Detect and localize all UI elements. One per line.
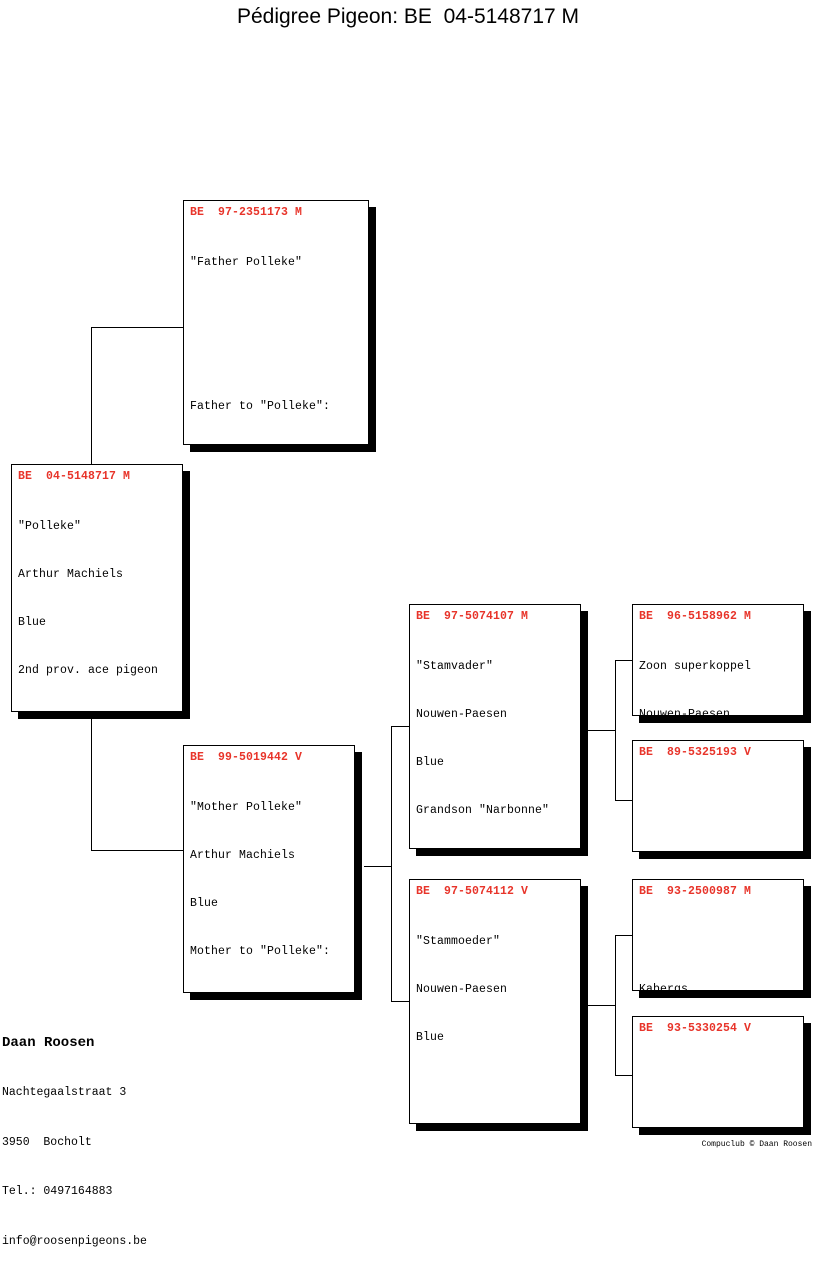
connector-great2-to-grandparent [588, 1005, 616, 1006]
owner-name: Daan Roosen [2, 1035, 95, 1051]
detail-line: Blue [190, 897, 219, 910]
ring-number-paternal-grandfather: BE 97-5074107 M [416, 610, 529, 623]
detail-line: "Stammoeder" [416, 935, 501, 948]
detail-line [639, 1119, 803, 1127]
connector-grandparents-vertical [391, 726, 392, 866]
detail-line [639, 1071, 803, 1087]
connector-great1-stub-bottom [615, 800, 632, 801]
connector-grandparents-stub-bottom [391, 1001, 409, 1002]
detail-line: Blue [416, 756, 445, 769]
detail-line: Zoon superkoppel [639, 660, 752, 673]
ring-number-mother: BE 99-5019442 V [190, 751, 303, 764]
connector-great1-stub-top [615, 660, 632, 661]
connector-grandparents-vertical-lower [391, 866, 392, 1001]
connector-mother-stub-bottom [91, 850, 183, 851]
details-paternal-grandfather: "Stamvader" Nouwen-Paesen Blue Grandson … [410, 625, 580, 848]
ring-number-father: BE 97-2351173 M [190, 206, 303, 219]
pedigree-page: Pédigree Pigeon: BE 04-5148717 M BE 97-2… [2, 5, 812, 1248]
pedigree-box-paternal-grandfather[interactable]: BE 97-5074107 M "Stamvader" Nouwen-Paese… [409, 604, 581, 849]
detail-line [190, 303, 368, 319]
detail-line [639, 934, 803, 950]
detail-line: "Polleke" [18, 520, 82, 533]
details-maternal-grandmother: "Stammoeder" Nouwen-Paesen Blue [410, 900, 580, 1078]
detail-line: Blue [18, 616, 47, 629]
connector-father-stub-top [91, 327, 183, 328]
pedigree-box-great-grandparent-2[interactable]: BE 89-5325193 V Granddaughter Barca Van … [632, 740, 804, 852]
connector-great2-stub-bottom [615, 1075, 632, 1076]
details-subject: "Polleke" Arthur Machiels Blue 2nd prov.… [12, 485, 182, 712]
details-father: "Father Polleke" Father to "Polleke": 2n… [184, 221, 368, 444]
connector-great2-stub-top [615, 935, 632, 936]
owner-address: Nachtegaalstraat 3 3950 Bocholt Tel.: 04… [2, 1052, 262, 1283]
detail-line: "Mother Polleke" [190, 801, 303, 814]
detail-line: Father to "Polleke": [190, 400, 331, 413]
detail-line: Arthur Machiels [18, 568, 124, 581]
ring-number-maternal-grandmother: BE 97-5074112 V [416, 885, 529, 898]
details-mother: "Mother Polleke" Arthur Machiels Blue Mo… [184, 766, 354, 993]
detail-line: "Stamvader" [416, 660, 494, 673]
owner-city: 3950 Bocholt [2, 1135, 92, 1149]
owner-block: Daan Roosen Nachtegaalstraat 3 3950 Boch… [2, 1034, 262, 1283]
detail-line: Blue [416, 1031, 445, 1044]
owner-email[interactable]: info@roosenpigeons.be [2, 1234, 147, 1248]
detail-line: Nouwen-Paesen [639, 708, 731, 716]
detail-line: 2nd prov. ace pigeon [18, 664, 159, 677]
detail-line: marathon 2011 [18, 711, 182, 712]
ring-number-subject: BE 04-5148717 M [18, 470, 131, 483]
pedigree-box-great-grandparent-3[interactable]: BE 93-2500987 M Kabergs Son 1st national… [632, 879, 804, 991]
pedigree-box-maternal-grandmother[interactable]: BE 97-5074112 V "Stammoeder" Nouwen-Paes… [409, 879, 581, 1124]
owner-phone: Tel.: 0497164883 [2, 1185, 113, 1198]
detail-line: Kabergs [639, 983, 689, 991]
ring-number-great-grandparent-4: BE 93-5330254 V [639, 1022, 752, 1035]
detail-line [190, 351, 368, 367]
connector-grandparents-to-mother [364, 866, 392, 867]
ring-number-great-grandparent-3: BE 93-2500987 M [639, 885, 752, 898]
pedigree-box-great-grandparent-4[interactable]: BE 93-5330254 V Granddaughter 1st nation… [632, 1016, 804, 1128]
owner-street: Nachtegaalstraat 3 [2, 1086, 127, 1099]
detail-line [639, 795, 803, 811]
pedigree-box-mother[interactable]: BE 99-5019442 V "Mother Polleke" Arthur … [183, 745, 355, 993]
detail-line: Nouwen-Paesen [416, 708, 508, 721]
detail-line: Arthur Machiels [190, 849, 296, 862]
connector-grandparents-stub-top [391, 726, 409, 727]
detail-line: "Father Polleke" [190, 256, 303, 269]
detail-line: Grandson "Narbonne" [416, 804, 550, 817]
pedigree-box-great-grandparent-1[interactable]: BE 96-5158962 M Zoon superkoppel Nouwen-… [632, 604, 804, 716]
pedigree-box-father[interactable]: BE 97-2351173 M "Father Polleke" Father … [183, 200, 369, 445]
details-great-grandparent-3: Kabergs Son 1st national Barcelona [633, 900, 803, 991]
connector-great1-to-grandparent [588, 730, 616, 731]
page-title: Pédigree Pigeon: BE 04-5148717 M [236, 5, 580, 28]
detail-line: Mother to "Polleke": [190, 945, 331, 958]
details-great-grandparent-2: Granddaughter Barca Van De Wegen [633, 761, 803, 851]
detail-line: 2nd prov. ace pigeon [190, 992, 354, 993]
detail-line [639, 843, 803, 851]
pedigree-box-subject[interactable]: BE 04-5148717 M "Polleke" Arthur Machiel… [11, 464, 183, 712]
connector-father-vertical [91, 327, 92, 477]
details-great-grandparent-4: Granddaughter 1st national St. Vincent [633, 1037, 803, 1127]
detail-line: Nouwen-Paesen [416, 983, 508, 996]
copyright-notice: Compuclub © Daan Roosen [701, 1140, 812, 1149]
details-great-grandparent-1: Zoon superkoppel Nouwen-Paesen "Narbonne… [633, 625, 803, 716]
ring-number-great-grandparent-2: BE 89-5325193 V [639, 746, 752, 759]
ring-number-great-grandparent-1: BE 96-5158962 M [639, 610, 752, 623]
